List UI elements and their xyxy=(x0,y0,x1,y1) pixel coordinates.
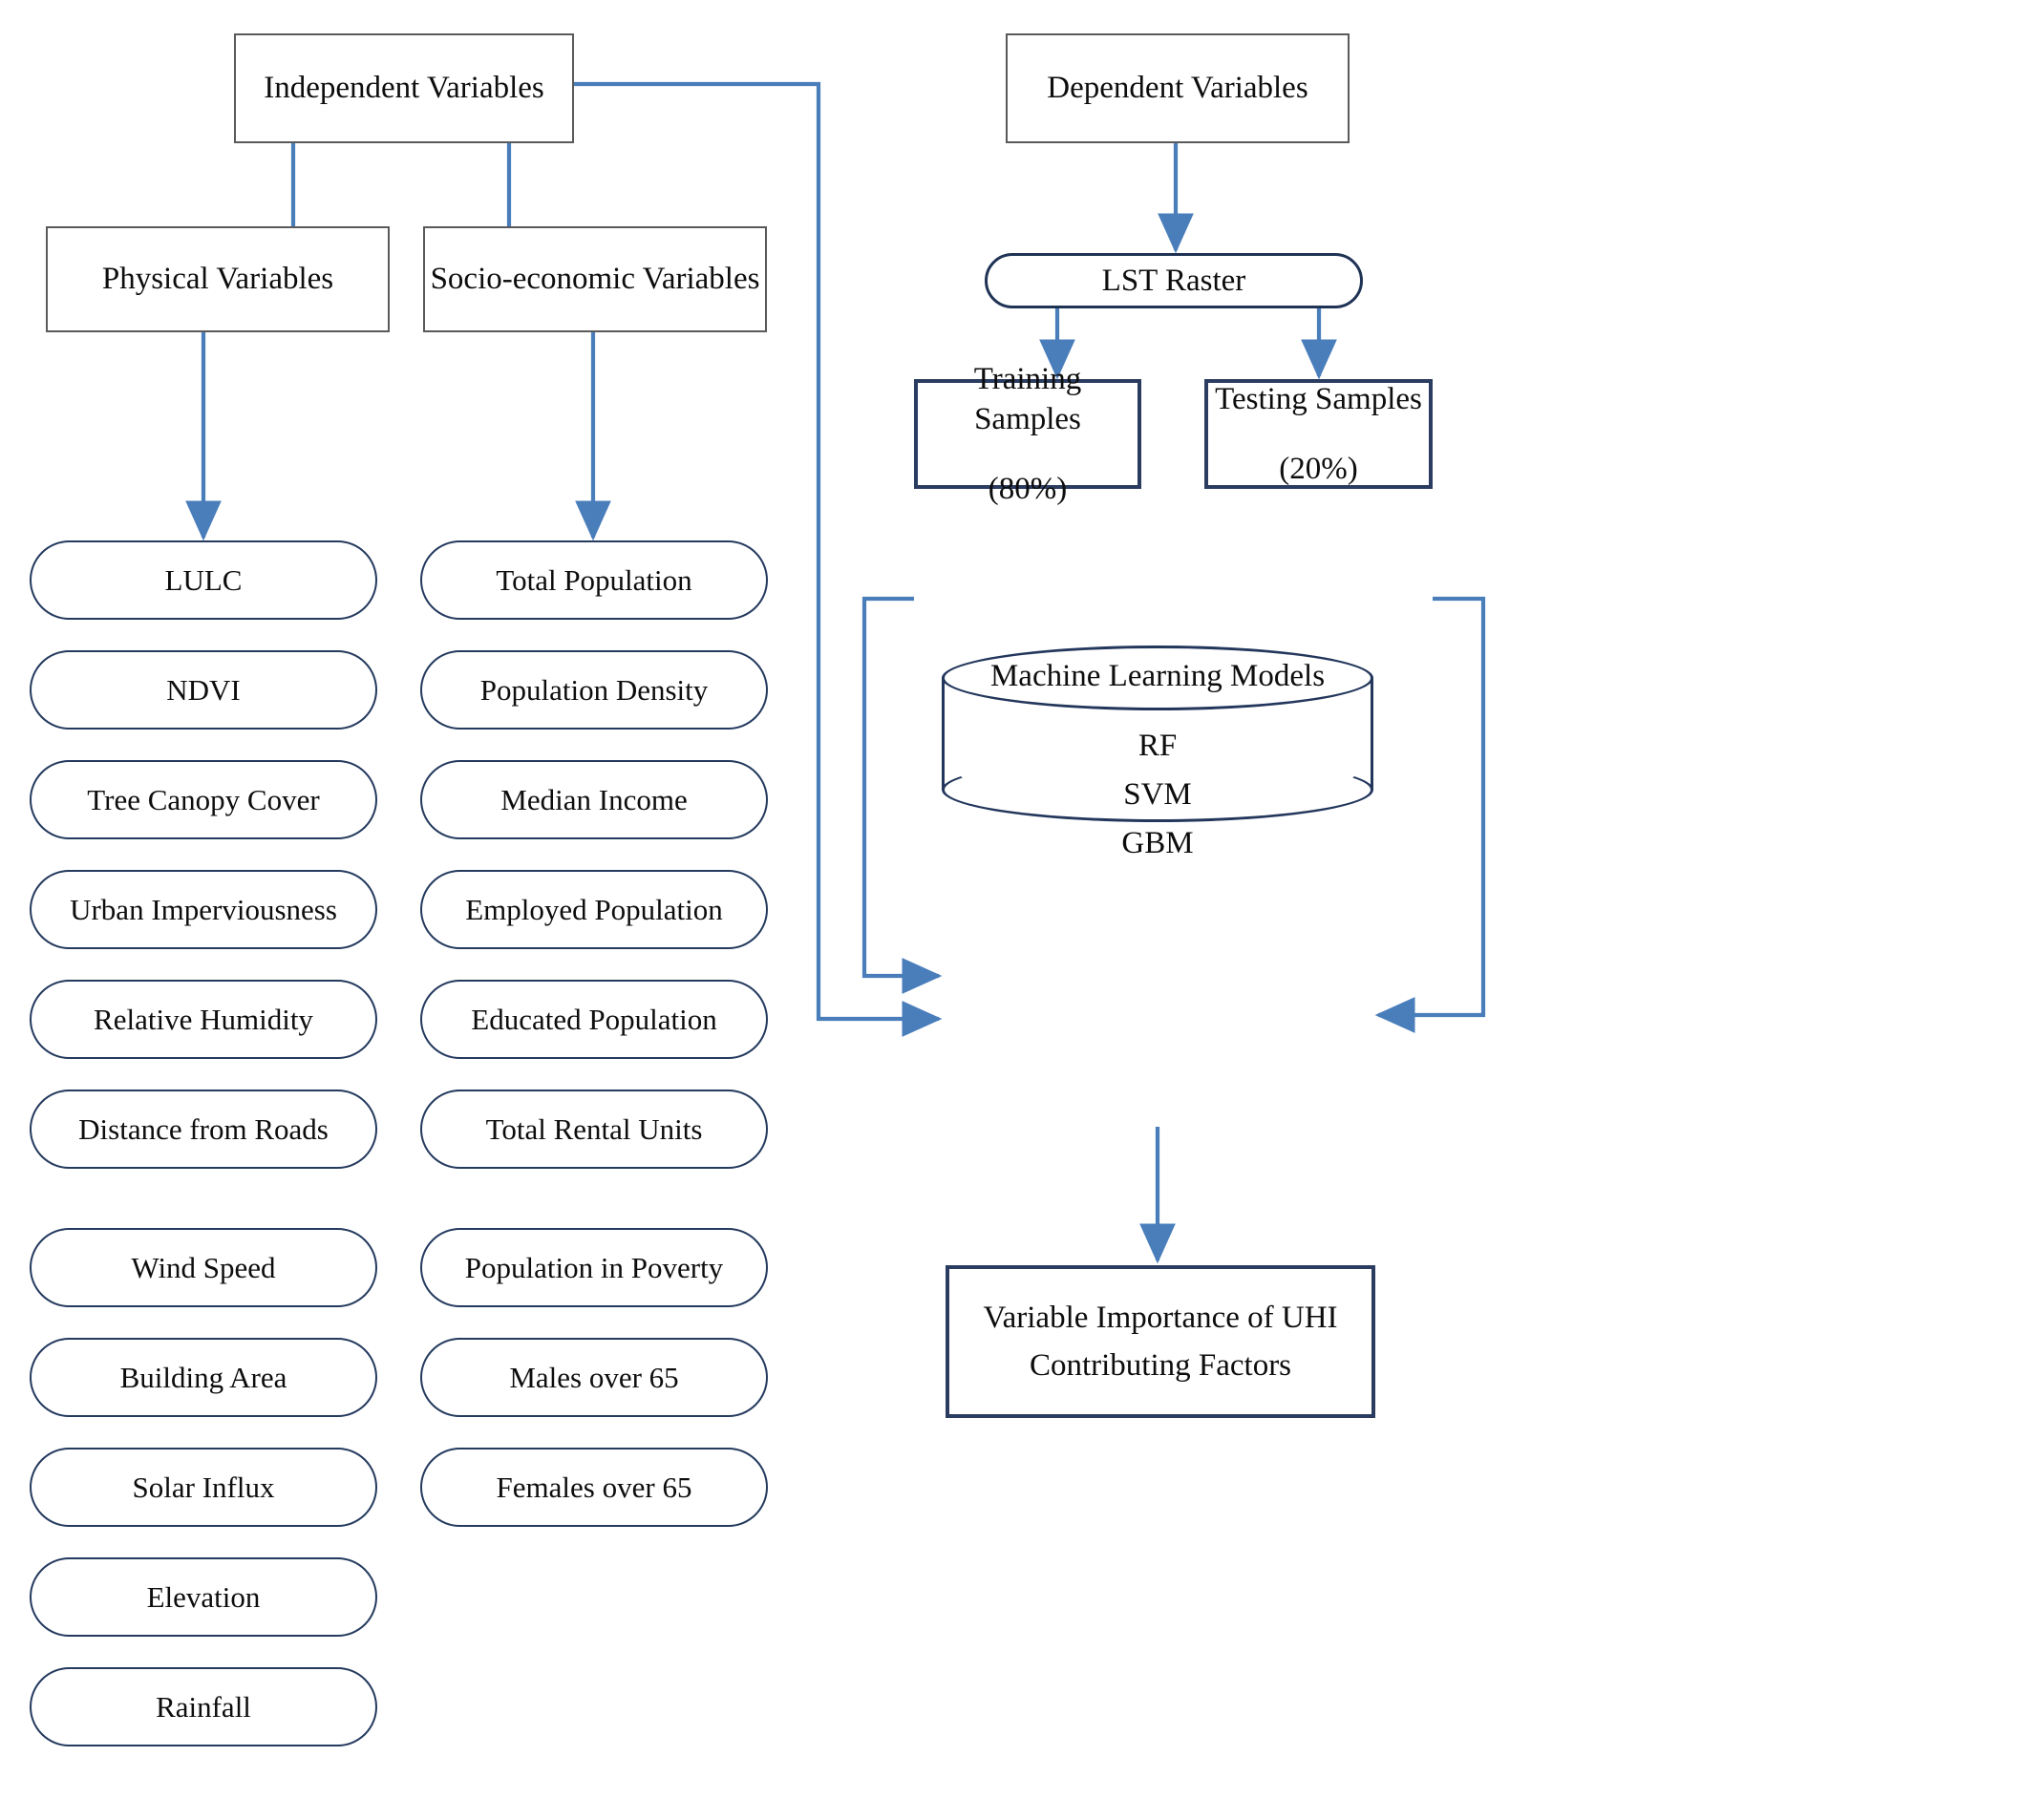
socioeconomic-variable-pill-label: Median Income xyxy=(500,782,688,816)
models-title: Machine Learning Models xyxy=(989,659,1326,693)
physical-variable-pill-label: Rainfall xyxy=(156,1689,251,1724)
physical-variable-pill-4[interactable]: Urban Imperviousness xyxy=(30,870,377,949)
physical-variable-pill-label: Distance from Roads xyxy=(78,1111,329,1146)
testing-samples-share: (20%) xyxy=(1279,451,1358,486)
cylinder-bottom-ellipse xyxy=(942,757,1373,822)
socioeconomic-variable-pill-label: Population in Poverty xyxy=(464,1250,724,1284)
training-samples-share: (80%) xyxy=(988,471,1068,506)
socioeconomic-variable-pill-2[interactable]: Population Density xyxy=(420,650,768,730)
socioeconomic-variable-pill-6[interactable]: Total Rental Units xyxy=(420,1090,768,1169)
socioeconomic-variable-pill-7[interactable]: Population in Poverty xyxy=(420,1228,768,1307)
socioeconomic-variable-pill-label: Females over 65 xyxy=(496,1470,692,1504)
model-svm: SVM xyxy=(1123,777,1192,812)
physical-variable-pill-6[interactable]: Distance from Roads xyxy=(30,1090,377,1169)
socioeconomic-variable-pill-label: Educated Population xyxy=(471,1002,717,1036)
physical-variable-pill-label: Relative Humidity xyxy=(94,1002,313,1036)
physical-variable-pill-10[interactable]: Elevation xyxy=(30,1557,377,1637)
socioeconomic-variables-label: Socio-economic Variables xyxy=(430,262,760,297)
machine-learning-models-cylinder[interactable]: Machine Learning Models RF SVM GBM xyxy=(942,645,1373,860)
independent-variables-label: Independent Variables xyxy=(264,71,544,106)
physical-variable-pill-1[interactable]: LULC xyxy=(30,540,377,620)
socioeconomic-variable-pill-label: Population Density xyxy=(479,672,709,707)
lst-raster-label: LST Raster xyxy=(1101,263,1246,298)
socioeconomic-variable-pill-label: Males over 65 xyxy=(509,1360,679,1394)
training-samples-box[interactable]: Training Samples (80%) xyxy=(914,362,1141,506)
variable-importance-line1: Variable Importance of UHI xyxy=(983,1300,1338,1335)
physical-variable-pill-label: Wind Speed xyxy=(131,1250,276,1284)
physical-variable-pill-label: Tree Canopy Cover xyxy=(87,782,320,816)
dependent-variables-box[interactable]: Dependent Variables xyxy=(1006,33,1350,143)
testing-samples-label: Testing Samples xyxy=(1215,382,1422,417)
physical-variable-pill-3[interactable]: Tree Canopy Cover xyxy=(30,760,377,839)
lst-raster-node[interactable]: LST Raster xyxy=(985,253,1363,308)
variable-importance-box[interactable]: Variable Importance of UHI Contributing … xyxy=(946,1265,1375,1418)
physical-variable-pill-label: LULC xyxy=(164,562,243,597)
socioeconomic-variable-pill-label: Total Population xyxy=(496,562,692,597)
physical-variable-pill-label: Building Area xyxy=(119,1360,287,1394)
socioeconomic-variable-pill-1[interactable]: Total Population xyxy=(420,540,768,620)
dependent-variables-label: Dependent Variables xyxy=(1047,71,1308,106)
physical-variable-pill-8[interactable]: Building Area xyxy=(30,1338,377,1417)
cylinder-text: Machine Learning Models RF SVM GBM xyxy=(942,645,1373,860)
physical-variable-pill-7[interactable]: Wind Speed xyxy=(30,1228,377,1307)
models-algorithm-list: RF SVM GBM xyxy=(1121,729,1193,861)
physical-variable-pill-label: Urban Imperviousness xyxy=(70,892,337,926)
cylinder-top-ellipse xyxy=(942,645,1373,710)
socioeconomic-variable-pill-4[interactable]: Employed Population xyxy=(420,870,768,949)
physical-variable-pill-5[interactable]: Relative Humidity xyxy=(30,980,377,1059)
socioeconomic-variables-box[interactable]: Socio-economic Variables xyxy=(423,226,767,332)
model-gbm: GBM xyxy=(1121,826,1194,860)
physical-variable-pill-label: NDVI xyxy=(166,672,241,707)
testing-samples-box[interactable]: Testing Samples (20%) xyxy=(1204,379,1433,489)
physical-variable-pill-9[interactable]: Solar Influx xyxy=(30,1448,377,1527)
socioeconomic-variable-pill-label: Total Rental Units xyxy=(485,1111,703,1146)
socioeconomic-variable-pill-8[interactable]: Males over 65 xyxy=(420,1338,768,1417)
physical-variable-pill-label: Solar Influx xyxy=(132,1470,275,1504)
variable-importance-line2: Contributing Factors xyxy=(1029,1348,1292,1383)
socioeconomic-variable-pill-label: Employed Population xyxy=(465,892,723,926)
physical-variables-box[interactable]: Physical Variables xyxy=(46,226,390,332)
training-samples-label: Training Samples xyxy=(973,362,1082,437)
independent-variables-box[interactable]: Independent Variables xyxy=(234,33,574,143)
model-rf: RF xyxy=(1137,729,1178,763)
physical-variable-pill-11[interactable]: Rainfall xyxy=(30,1667,377,1746)
socioeconomic-variable-pill-3[interactable]: Median Income xyxy=(420,760,768,839)
socioeconomic-variable-pill-5[interactable]: Educated Population xyxy=(420,980,768,1059)
physical-variable-pill-label: Elevation xyxy=(146,1579,261,1614)
physical-variables-label: Physical Variables xyxy=(101,262,334,297)
physical-variable-pill-2[interactable]: NDVI xyxy=(30,650,377,730)
socioeconomic-variable-pill-9[interactable]: Females over 65 xyxy=(420,1448,768,1527)
